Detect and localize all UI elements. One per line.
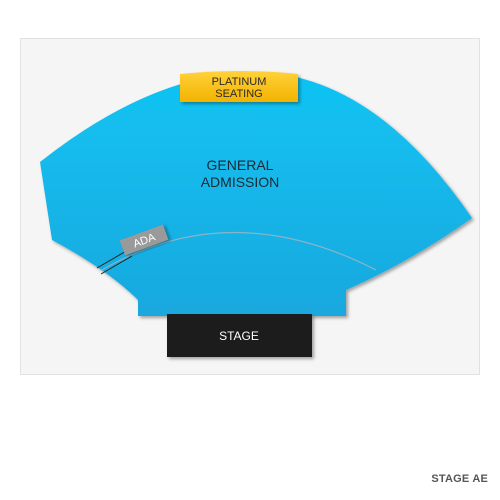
ga-label-line2: ADMISSION (201, 174, 280, 190)
platinum-label-line2: SEATING (215, 88, 262, 100)
venue-name: STAGE AE (431, 473, 488, 485)
section-ada[interactable]: ADA (119, 224, 169, 256)
section-general-admission[interactable]: GENERAL ADMISSION (40, 72, 472, 316)
stage: STAGE (167, 314, 312, 357)
floor-divider-line (101, 231, 377, 271)
ada-ramp-line (100, 255, 133, 275)
section-platinum-seating[interactable]: PLATINUM SEATING (180, 71, 298, 102)
platinum-label-line1: PLATINUM (212, 76, 267, 88)
stage-label: STAGE (219, 329, 259, 343)
ga-label-line1: GENERAL (207, 157, 274, 173)
ada-ramp-line (96, 249, 129, 269)
